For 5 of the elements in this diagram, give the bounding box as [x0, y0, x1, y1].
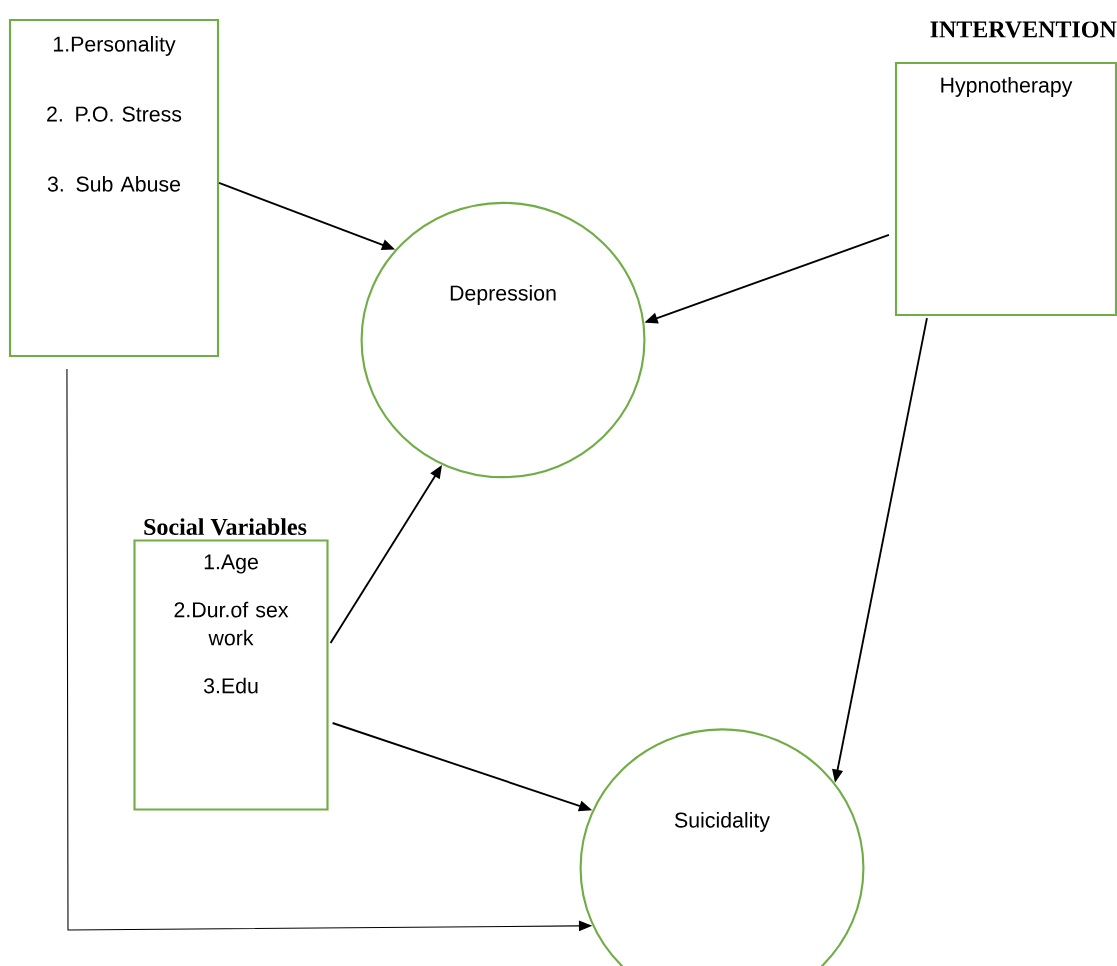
variable-box: 1.Age 2.Dur.of sex work 3.Edu: [133, 539, 329, 811]
heading: Social Variables: [144, 518, 307, 536]
variable-box: Hypnotherapy: [894, 61, 1117, 317]
heading: INTERVENTION: [930, 21, 1117, 38]
variable-box: 1.Personality 2. P.O. Stress 3. Sub Abuse: [8, 18, 220, 358]
